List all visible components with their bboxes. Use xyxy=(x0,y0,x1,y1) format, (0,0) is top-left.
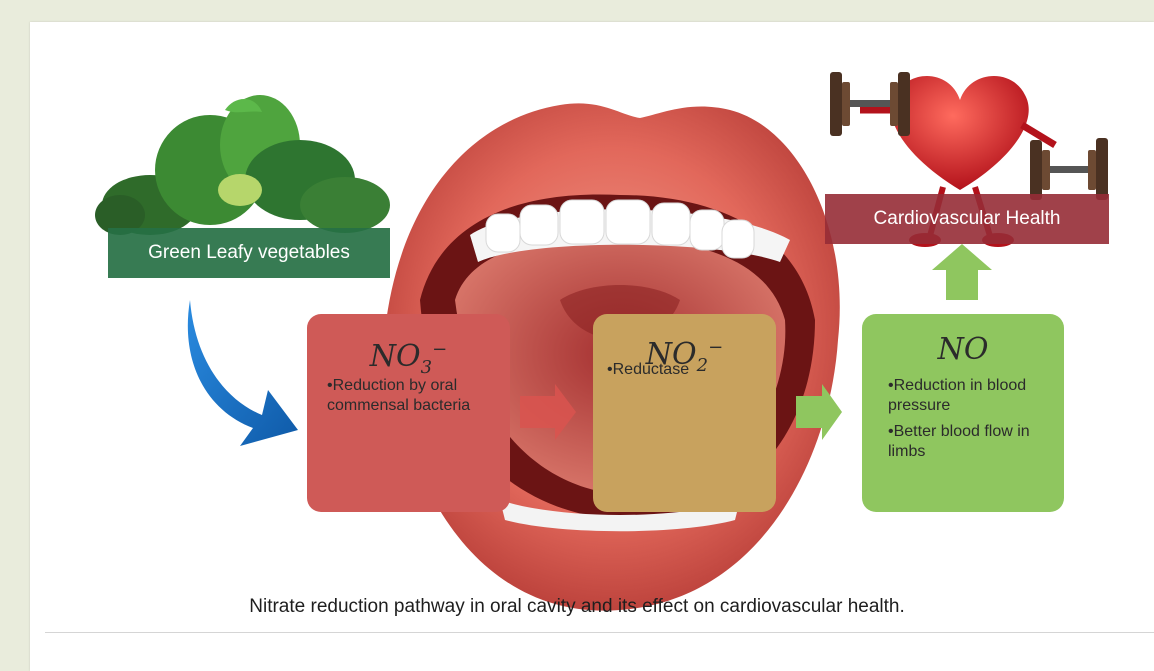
blue-curved-arrow xyxy=(188,300,298,446)
figure-caption: Nitrate reduction pathway in oral cavity… xyxy=(0,596,1154,618)
cardio-health-label: Cardiovascular Health xyxy=(825,194,1109,244)
no-bullet-blood-pressure: Reduction in blood pressure xyxy=(888,376,1050,416)
nitrate-formula: NO3− xyxy=(321,324,496,376)
nitrite-bullet: Reductase xyxy=(607,360,762,380)
nitric-oxide-formula: NO xyxy=(876,324,1050,376)
nitric-oxide-box: NO Reduction in blood pressure Better bl… xyxy=(862,314,1064,512)
nitrate-box: NO3− Reduction by oral commensal bacteri… xyxy=(307,314,510,512)
caption-divider xyxy=(45,632,1154,633)
arrow-no-to-cardio xyxy=(932,244,992,300)
vegetables-label: Green Leafy vegetables xyxy=(108,228,390,278)
nitrate-bullet: Reduction by oral commensal bacteria xyxy=(327,376,496,416)
no-bullet-blood-flow: Better blood flow in limbs xyxy=(888,422,1050,462)
nitrite-box: NO2− Reductase xyxy=(593,314,776,512)
leafy-vegetables-illustration xyxy=(95,95,390,235)
